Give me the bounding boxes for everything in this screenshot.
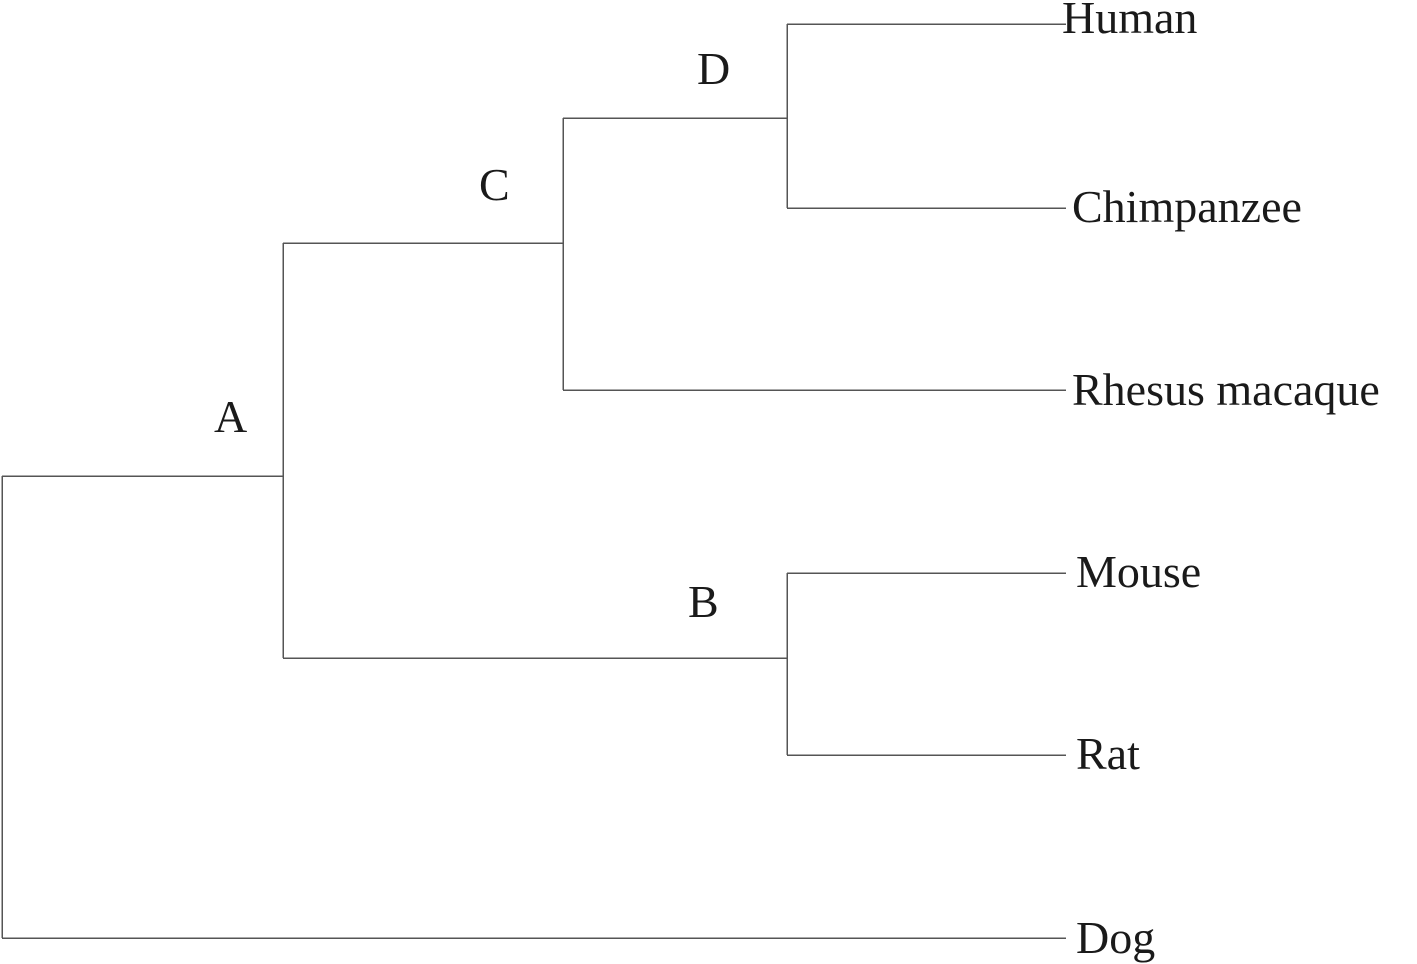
node-label-c: C: [479, 159, 510, 210]
taxon-label-mouse: Mouse: [1076, 546, 1201, 597]
node-b-branches: [786, 572, 1066, 756]
taxon-label-dog: Dog: [1076, 912, 1155, 963]
taxon-label-rat: Rat: [1076, 728, 1140, 779]
taxon-label-chimpanzee: Chimpanzee: [1072, 181, 1302, 232]
taxon-label-human: Human: [1062, 0, 1197, 43]
root-branch: [1, 475, 1066, 939]
node-label-a: A: [214, 391, 247, 442]
node-a-branches: [282, 242, 787, 659]
node-label-d: D: [697, 43, 730, 94]
taxon-label-rhesus: Rhesus macaque: [1072, 364, 1380, 415]
node-c-branches: [562, 117, 1066, 391]
node-d-branches: [786, 23, 1066, 209]
node-label-b: B: [688, 576, 719, 627]
